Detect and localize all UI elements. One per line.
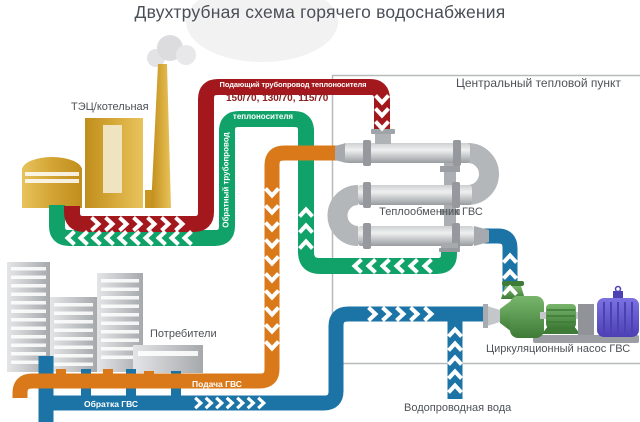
exchanger-tube-1: [345, 143, 470, 163]
building-2: [50, 297, 97, 372]
temperature-modes-label: 150/70, 130/70, 115/70: [226, 93, 329, 104]
return-pipeline-label: Обратный трубопровод: [221, 132, 231, 228]
circulation-pump-label: Циркуляционный насос ГВС: [486, 343, 631, 355]
chp-plant-icon: [22, 64, 171, 208]
consumer-buildings-icon: [7, 262, 203, 373]
background-blob: [186, 0, 338, 62]
chimney-icon: [151, 64, 171, 208]
heat-supply-pipe: [64, 79, 390, 232]
motor-icon: [597, 285, 639, 337]
exchanger-tube-3: [358, 226, 474, 246]
central-heat-point-label: Центральный тепловой пункт: [456, 76, 621, 90]
circulation-pump-icon: [483, 281, 639, 343]
flange-rings: [363, 140, 461, 249]
exchanger-tube-2: [358, 185, 472, 205]
consumers-label: Потребители: [150, 328, 217, 340]
diagram-title: Двухтрубная схема горячего водоснабжения: [134, 2, 506, 22]
building-1: [7, 262, 50, 372]
heat-exchanger-icon: [327, 129, 499, 252]
pump-casing: [510, 296, 544, 338]
pump-inlet-cone: [487, 306, 500, 326]
dhw-supply-label: Подача ГВС: [192, 378, 242, 389]
smoke-icon: [147, 35, 196, 67]
coupling-block: [578, 304, 594, 335]
chp-plant-label: ТЭЦ/котельная: [71, 101, 149, 113]
supply-pipeline-label: Подающий трубопровод теплоносителя: [219, 80, 367, 89]
heat-exchanger-label: Теплообменник ГВС: [379, 206, 483, 218]
dhw-supply-pipe: [12, 145, 345, 398]
red-inlet-flange: [371, 129, 395, 134]
green-outlet-flange: [441, 243, 458, 252]
dhw-return-label: Обратка ГВС: [84, 399, 139, 409]
return-pipeline-carrier-label: теплоносителя: [232, 111, 294, 121]
building-4: [133, 345, 203, 373]
tap-water-label: Водопроводная вода: [404, 402, 512, 414]
pump-to-exchanger-pipe: [484, 228, 518, 297]
